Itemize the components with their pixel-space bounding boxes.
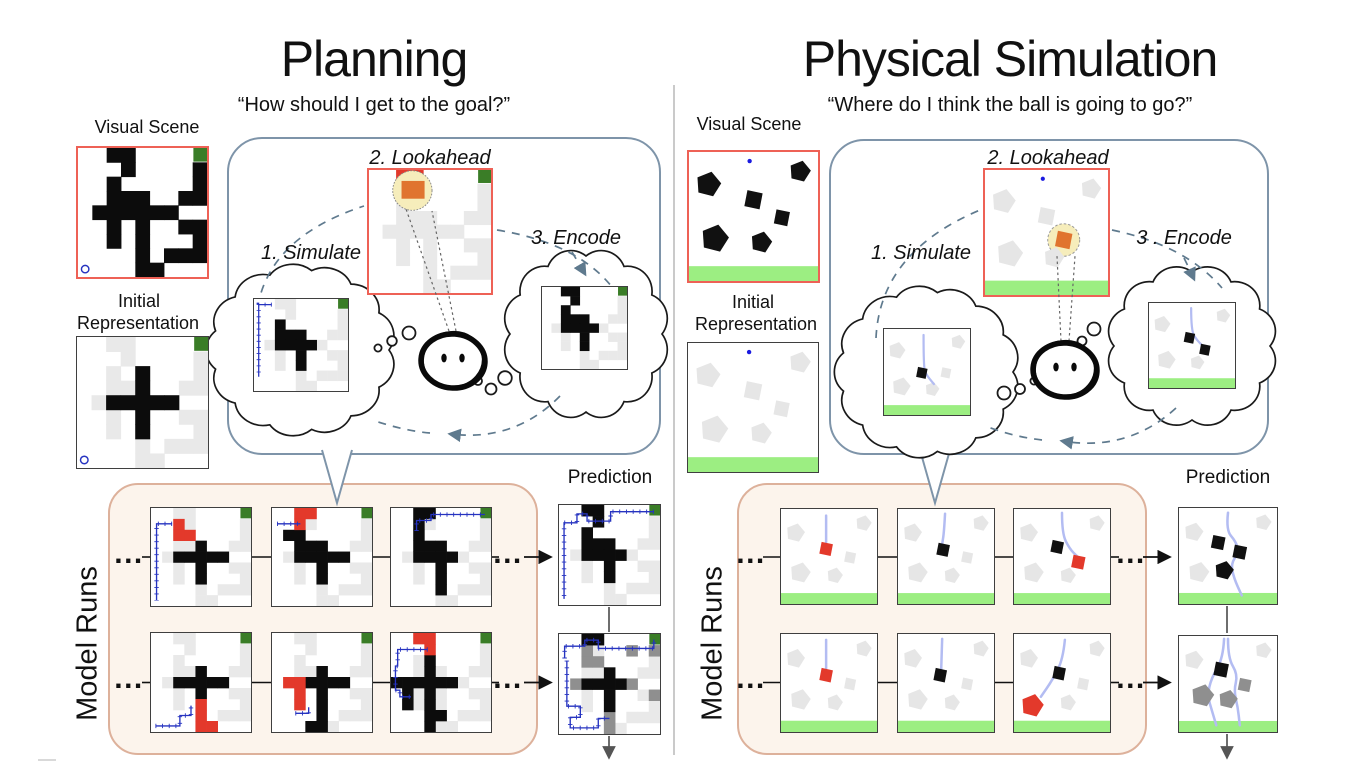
physical-simulate-scene xyxy=(883,328,971,416)
planning-model-run-1-3 xyxy=(390,507,492,607)
caption-fragment xyxy=(38,759,56,761)
physical-encode-scene xyxy=(1148,302,1236,389)
physical-model-run-2-1 xyxy=(780,633,878,733)
physical-step-simulate: 1. Simulate xyxy=(870,242,972,264)
planning-model-runs-label: Model Runs xyxy=(71,566,104,721)
physical-model-run-1-1 xyxy=(780,508,878,605)
physical-initial-label-2: Representation xyxy=(694,314,818,334)
physical-step-lookahead: 2. Lookahead xyxy=(987,147,1109,169)
planning-visual-scene xyxy=(76,146,209,279)
planning-title: Planning xyxy=(280,31,469,87)
planning-model-run-1-1 xyxy=(150,507,252,607)
physical-initial-label-1: Initial xyxy=(731,292,775,312)
planning-lookahead-scene xyxy=(367,168,493,295)
planning-step-simulate: 1. Simulate xyxy=(260,242,362,264)
physical-step-encode: 3 . Encode xyxy=(1136,227,1232,249)
planning-initial-label-2: Representation xyxy=(76,313,200,333)
physical-visual-scene-label: Visual Scene xyxy=(696,114,802,134)
planning-model-run-2-1 xyxy=(150,632,252,733)
physical-model-run-1-3 xyxy=(1013,508,1111,605)
planning-encode-scene xyxy=(541,286,628,370)
planning-model-run-2-2 xyxy=(271,632,373,733)
physical-prediction-2 xyxy=(1178,635,1278,733)
physical-initial-representation xyxy=(687,342,819,473)
planning-subtitle: “How should I get to the goal?” xyxy=(237,94,511,116)
physical-prediction-1 xyxy=(1178,507,1278,605)
physical-model-run-2-3 xyxy=(1013,633,1111,733)
face-icon xyxy=(1030,339,1100,400)
planning-step-encode: 3. Encode xyxy=(530,227,622,249)
planning-initial-representation xyxy=(76,336,209,469)
planning-prediction-1 xyxy=(558,504,661,606)
planning-step-lookahead: 2. Lookahead xyxy=(369,147,491,169)
physical-model-runs-label: Model Runs xyxy=(696,566,729,721)
physical-title: Physical Simulation xyxy=(802,31,1219,87)
physical-model-run-1-2 xyxy=(897,508,995,605)
planning-model-run-1-2 xyxy=(271,507,373,607)
physical-visual-scene xyxy=(687,150,820,283)
planning-prediction-2 xyxy=(558,633,661,735)
face-icon xyxy=(418,330,488,391)
planning-prediction-label: Prediction xyxy=(567,467,653,488)
planning-initial-label-1: Initial xyxy=(117,291,161,311)
planning-simulate-scene xyxy=(253,298,349,392)
physical-subtitle: “Where do I think the ball is going to g… xyxy=(827,94,1193,116)
physical-model-run-2-2 xyxy=(897,633,995,733)
planning-model-run-2-3 xyxy=(390,632,492,733)
physical-prediction-label: Prediction xyxy=(1185,467,1271,488)
planning-visual-scene-label: Visual Scene xyxy=(94,117,200,137)
